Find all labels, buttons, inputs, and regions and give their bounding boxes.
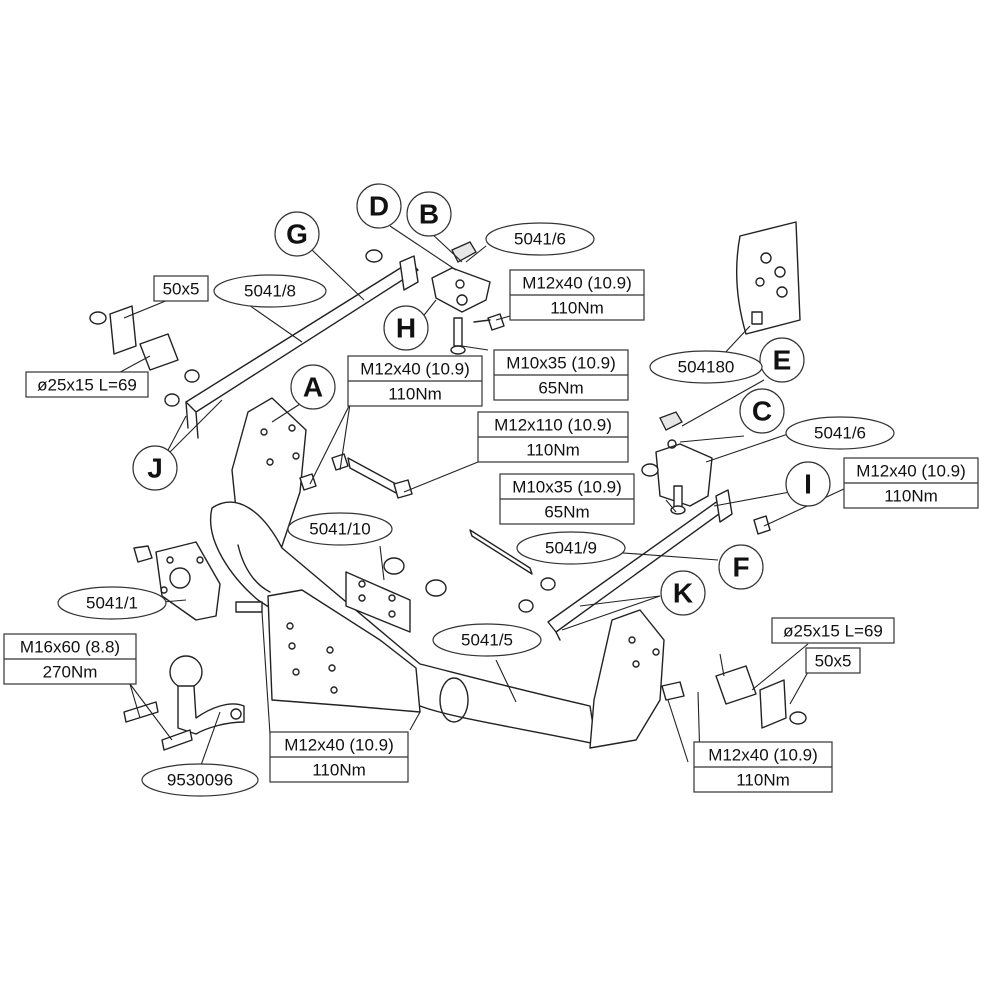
callout-c-label: C <box>752 396 772 427</box>
spec-bolt-c-line1: M10x35 (10.9) <box>512 478 622 497</box>
oval-5041-10-label: 5041/10 <box>309 520 370 539</box>
callout-b: B <box>406 191 452 237</box>
hardware-bag-504180 <box>735 221 801 335</box>
callout-h: H <box>383 305 429 351</box>
oval-504180-label: 504180 <box>678 358 735 377</box>
callout-b-label: B <box>419 199 439 230</box>
spec-50x5-top-left: 50x5 <box>153 275 209 302</box>
spec-bolt-long-line1: M12x110 (10.9) <box>494 416 612 435</box>
spec-bolt-center-bottom-line1: M12x40 (10.9) <box>284 736 394 755</box>
callout-f: F <box>718 544 764 590</box>
spec-tube-left-text: ø25x15 L=69 <box>37 376 137 395</box>
callout-h-label: H <box>396 313 416 344</box>
oval-5041-8-label: 5041/8 <box>244 282 296 301</box>
oval-5041-5-label: 5041/5 <box>461 631 513 650</box>
callout-j: J <box>132 445 178 491</box>
spacer-tube-left <box>89 305 179 371</box>
spec-bolt-h-line1: M10x35 (10.9) <box>506 354 616 373</box>
bar-g-5041-8 <box>185 255 419 439</box>
callout-k-label: K <box>673 578 693 609</box>
callout-i: I <box>785 461 831 507</box>
fasteners <box>123 249 771 751</box>
oval-9530096-label: 9530096 <box>167 771 233 790</box>
oval-5041-9: 5041/9 <box>516 531 626 565</box>
spec-bolt-i-line1: M12x40 (10.9) <box>856 462 966 481</box>
callout-f-label: F <box>732 552 749 583</box>
callout-c: C <box>739 388 785 434</box>
oval-5041-6-top-label: 5041/6 <box>514 230 566 249</box>
spec-bolt-h-line2: 65Nm <box>538 379 583 398</box>
oval-5041-8: 5041/8 <box>213 274 327 308</box>
spec-tube-right: ø25x15 L=69 <box>771 617 895 644</box>
spec-bolt-top-right-line1: M12x40 (10.9) <box>522 274 632 293</box>
bolt-h <box>450 313 505 355</box>
spec-tube-left: ø25x15 L=69 <box>25 371 149 398</box>
oval-5041-6-right: 5041/6 <box>785 416 895 450</box>
spec-ball-bolt-line1: M16x60 (8.8) <box>20 638 120 657</box>
spec-bolt-long: M12x110 (10.9) 110Nm <box>477 411 629 463</box>
callout-g: G <box>274 211 320 257</box>
socket-plate-5041-1 <box>133 541 221 621</box>
tow-ball-9530096 <box>169 655 245 735</box>
spacer-tube-right <box>715 665 807 729</box>
spec-ball-bolt-line2: 270Nm <box>43 663 98 682</box>
spec-bolt-long-line2: 110Nm <box>526 441 580 460</box>
part-drawings <box>89 221 807 751</box>
spec-bolt-i: M12x40 (10.9) 110Nm <box>843 457 979 509</box>
bracket-c <box>641 411 713 515</box>
spec-bolt-bottom-right: M12x40 (10.9) 110Nm <box>693 741 833 793</box>
spec-ball-bolt: M16x60 (8.8) 270Nm <box>3 633 137 685</box>
callout-d-label: D <box>369 191 389 222</box>
plate-5041-10 <box>345 571 411 633</box>
spec-bolt-i-line2: 110Nm <box>884 487 938 506</box>
callout-i-label: I <box>804 469 812 500</box>
spec-tube-right-text: ø25x15 L=69 <box>783 622 883 641</box>
spec-50x5-top-left-text: 50x5 <box>163 280 200 299</box>
spec-bolt-bottom-right-line1: M12x40 (10.9) <box>708 746 818 765</box>
oval-504180: 504180 <box>649 350 763 384</box>
spec-bolt-c: M10x35 (10.9) 65Nm <box>499 473 635 525</box>
bracket-b <box>431 241 491 313</box>
spec-bolt-top-right-line2: 110Nm <box>550 299 604 318</box>
oval-5041-1: 5041/1 <box>57 586 167 620</box>
letter-callouts: D B G H A J E C <box>132 183 831 616</box>
callout-k: K <box>660 570 706 616</box>
spec-bolt-c-line2: 65Nm <box>544 503 589 522</box>
side-arm-right <box>589 609 665 749</box>
spec-50x5-bottom-right-text: 50x5 <box>815 652 852 671</box>
oval-5041-10: 5041/10 <box>287 512 393 546</box>
bar-k-5041-9 <box>547 489 733 641</box>
oval-5041-1-label: 5041/1 <box>86 594 138 613</box>
spec-bolt-left-mid-line2: 110Nm <box>388 385 442 404</box>
callout-a-label: A <box>303 372 323 403</box>
callout-g-label: G <box>286 219 308 250</box>
callout-e-label: E <box>773 345 792 376</box>
callout-j-label: J <box>147 453 163 484</box>
callout-a: A <box>290 364 336 410</box>
hitch-plate <box>267 589 421 713</box>
callout-e: E <box>759 337 805 383</box>
spec-bolt-center-bottom-line2: 110Nm <box>312 761 366 780</box>
oval-5041-6-top: 5041/6 <box>485 222 595 256</box>
oval-5041-5: 5041/5 <box>432 623 542 657</box>
spec-boxes: 50x5 ø25x15 L=69 M12x40 (10.9) 110Nm M10… <box>3 269 979 793</box>
oval-5041-9-label: 5041/9 <box>545 539 597 558</box>
spec-bolt-h: M10x35 (10.9) 65Nm <box>493 349 629 401</box>
spec-bolt-left-mid-line1: M12x40 (10.9) <box>360 360 470 379</box>
spec-bolt-center-bottom: M12x40 (10.9) 110Nm <box>269 731 409 783</box>
callout-d: D <box>356 183 402 229</box>
spec-bolt-top-right: M12x40 (10.9) 110Nm <box>509 269 645 321</box>
spec-bolt-bottom-right-line2: 110Nm <box>736 771 790 790</box>
oval-9530096: 9530096 <box>141 763 259 797</box>
spec-bolt-left-mid: M12x40 (10.9) 110Nm <box>347 355 483 407</box>
part-number-ovals: 5041/6 5041/8 504180 5041/6 5041/10 5041… <box>57 222 895 797</box>
oval-5041-6-right-label: 5041/6 <box>814 424 866 443</box>
spec-50x5-bottom-right: 50x5 <box>805 647 861 674</box>
